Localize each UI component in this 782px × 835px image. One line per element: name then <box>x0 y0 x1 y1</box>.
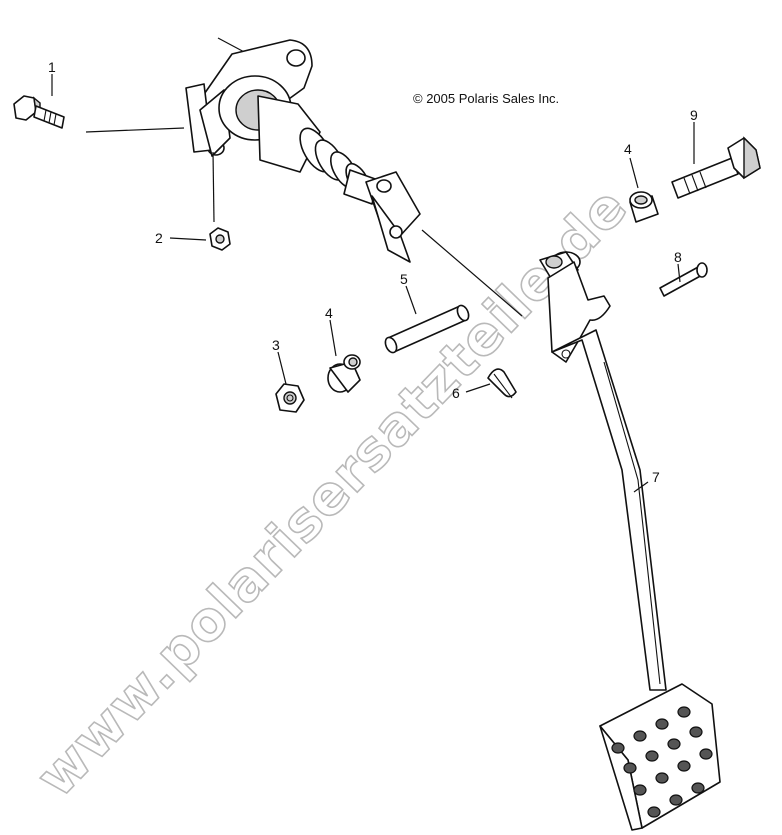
bolt-part-9 <box>671 136 761 199</box>
callout-2: 2 <box>155 230 163 246</box>
callout-6: 6 <box>452 385 460 401</box>
callout-1: 1 <box>48 59 56 75</box>
callout-labels: 1 2 3 4 5 4 6 7 8 9 <box>48 59 698 485</box>
callout-3: 3 <box>272 337 280 353</box>
nut-2-centerline <box>212 151 215 223</box>
nut-part-2 <box>209 227 231 251</box>
callout-8: 8 <box>674 249 682 265</box>
callout-7: 7 <box>652 469 660 485</box>
nut-part-3 <box>275 383 305 413</box>
callout-4-right: 4 <box>624 141 632 157</box>
cotter-pin-part-6 <box>487 368 517 399</box>
callout-9: 9 <box>690 107 698 123</box>
callout-leaders <box>51 74 695 493</box>
copyright-notice: © 2005 Polaris Sales Inc. <box>413 91 559 106</box>
bushing-part-4-right <box>629 191 659 223</box>
sleeve-part-5 <box>384 304 470 354</box>
brake-pedal-part-7 <box>539 251 721 831</box>
callout-5: 5 <box>400 271 408 287</box>
bushing-part-4-left <box>327 354 361 393</box>
clevis-centerline <box>421 229 523 317</box>
bolt-1-centerline <box>85 127 185 133</box>
pedal-grip-holes <box>611 706 713 818</box>
master-cylinder <box>185 37 421 263</box>
bolt-part-1 <box>13 95 65 129</box>
callout-4-left: 4 <box>325 305 333 321</box>
pin-part-8 <box>659 262 708 297</box>
